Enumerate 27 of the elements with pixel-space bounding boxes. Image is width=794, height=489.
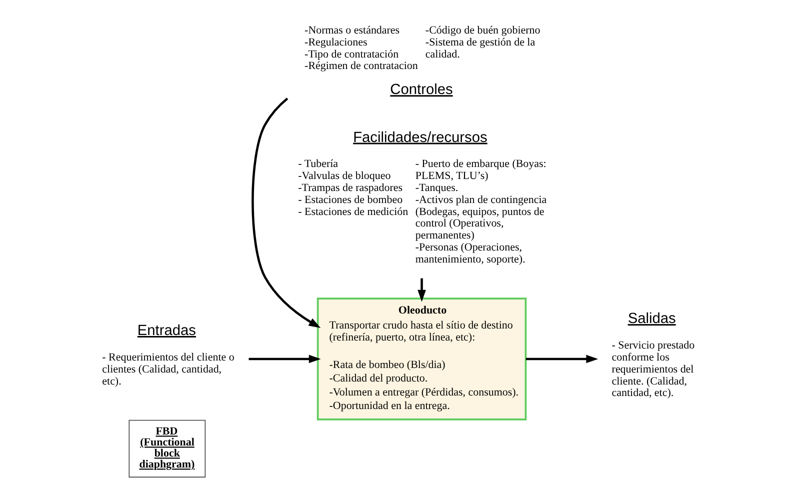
node-label: - Servicio prestado conforme los requerimientos del cliente. (Calidad, cantidad, etc). [611,340,694,400]
node-label: - Requerimientos del cliente o clientes (Calidad, cantidad, etc). [102,351,234,388]
arrow [417,278,426,302]
node-label: -Personas (Operaciones, mantenimiento, soporte). [414,242,525,266]
arrow [251,98,320,328]
node-label: -Sistema de gestión de la calidad. [424,36,535,60]
arrow [525,354,598,364]
node-text: Salidas [627,311,676,328]
node-label: -Valvulas de bloqueo [298,170,390,182]
node-label: -Código de buén gobierno [424,24,540,36]
node-label: -Tipo de contratación [304,48,398,60]
node-box: Oleoducto Transportar crudo hasta el sítio de destino (refinería, puerto, otra línea, etc): -Rata de bombeo (Bls/dia) -Calidad del producto. -Volumen a entregar (Pérdidas, consumos). -Oportunidad en la entrega. [316,298,526,420]
node-label: -Activos plan de contingencia (Bodegas, equipos, puntos de control (Operativos, permanentes) [414,194,546,242]
node-label: -Regulaciones [304,36,367,48]
node-text: Controles [390,82,452,98]
node-label: - Estaciones de medición [298,206,408,218]
node-label: -Régimen de contratacion [304,60,418,72]
node-label: - Tubería [298,158,338,170]
node-label: -Tanques. [414,182,458,194]
arrow [248,354,320,364]
node-text: Entradas [136,322,196,339]
node-label: - Estaciones de bombeo [298,194,402,206]
node-text: Facilidades/recursos [352,130,487,146]
node-box: FBD (Functional block diaphgram) [128,420,206,478]
node-label: -Trampas de raspadores [298,182,402,194]
node-label: -Normas o estándares [304,24,400,36]
node-label: - Puerto de embarque (Boyas: PLEMS, TLU’s) [414,158,546,182]
